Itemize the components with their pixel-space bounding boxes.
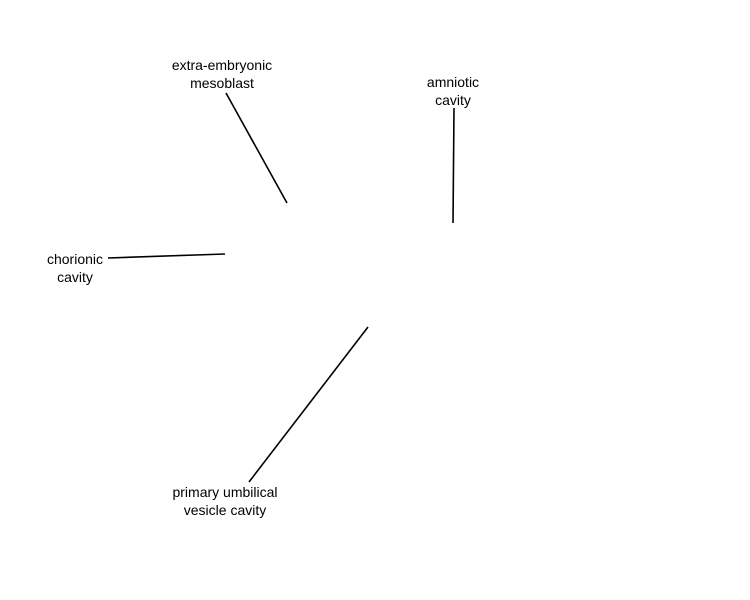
label-extra-embryonic-mesoblast: extra-embryonic mesoblast (152, 56, 292, 92)
label-amniotic-cavity-line1: amniotic (426, 74, 480, 90)
label-primary-umbilical-vesicle-cavity-line1: primary umbilical (172, 484, 278, 500)
label-chorionic-cavity-line1: chorionic (46, 251, 104, 267)
leader-line-primary-umbilical-vesicle-cavity (248, 326, 369, 483)
label-amniotic-cavity: amniotic cavity (403, 73, 503, 109)
label-primary-umbilical-vesicle-cavity-line2: vesicle cavity (183, 502, 267, 518)
leader-line-chorionic-cavity (107, 253, 226, 259)
label-chorionic-cavity-line2: cavity (57, 269, 93, 285)
leader-line-extra-embryonic-mesoblast (225, 92, 288, 204)
label-primary-umbilical-vesicle-cavity: primary umbilical vesicle cavity (135, 483, 315, 519)
label-extra-embryonic-mesoblast-line2: mesoblast (190, 75, 254, 91)
label-extra-embryonic-mesoblast-line1: extra-embryonic (171, 57, 273, 73)
leader-line-amniotic-cavity (452, 107, 455, 224)
label-chorionic-cavity: chorionic cavity (25, 250, 125, 286)
label-amniotic-cavity-line2: cavity (435, 92, 471, 108)
